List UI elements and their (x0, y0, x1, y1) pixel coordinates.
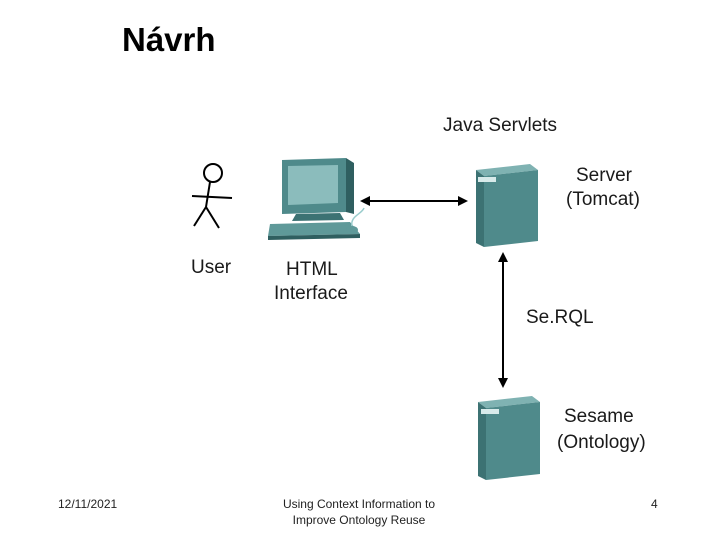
user-label: User (191, 257, 232, 278)
html-interface-sublabel: Interface (274, 283, 348, 304)
sesame-ontology-server-icon (478, 396, 540, 480)
server-label: Server (576, 165, 632, 186)
computer-workstation-icon (268, 158, 365, 240)
server-tomcat-icon (476, 164, 538, 247)
java-servlets-label: Java Servlets (443, 115, 558, 136)
sesame-sublabel: (Ontology) (557, 432, 646, 453)
page-number: 4 (651, 497, 658, 511)
footer-caption-line1: Using Context Information to (282, 497, 436, 511)
user-stick-figure-icon (191, 163, 233, 229)
footer-date: 12/11/2021 (58, 497, 118, 511)
html-interface-label: HTML (286, 259, 338, 280)
server-sublabel: (Tomcat) (566, 189, 640, 210)
sesame-label: Sesame (564, 406, 634, 427)
serql-label: Se.RQL (526, 307, 594, 328)
footer-caption-line2: Improve Ontology Reuse (292, 513, 426, 527)
slide-title: Návrh (122, 21, 216, 58)
footer-caption: Using Context Information to Improve Ont… (259, 496, 459, 528)
